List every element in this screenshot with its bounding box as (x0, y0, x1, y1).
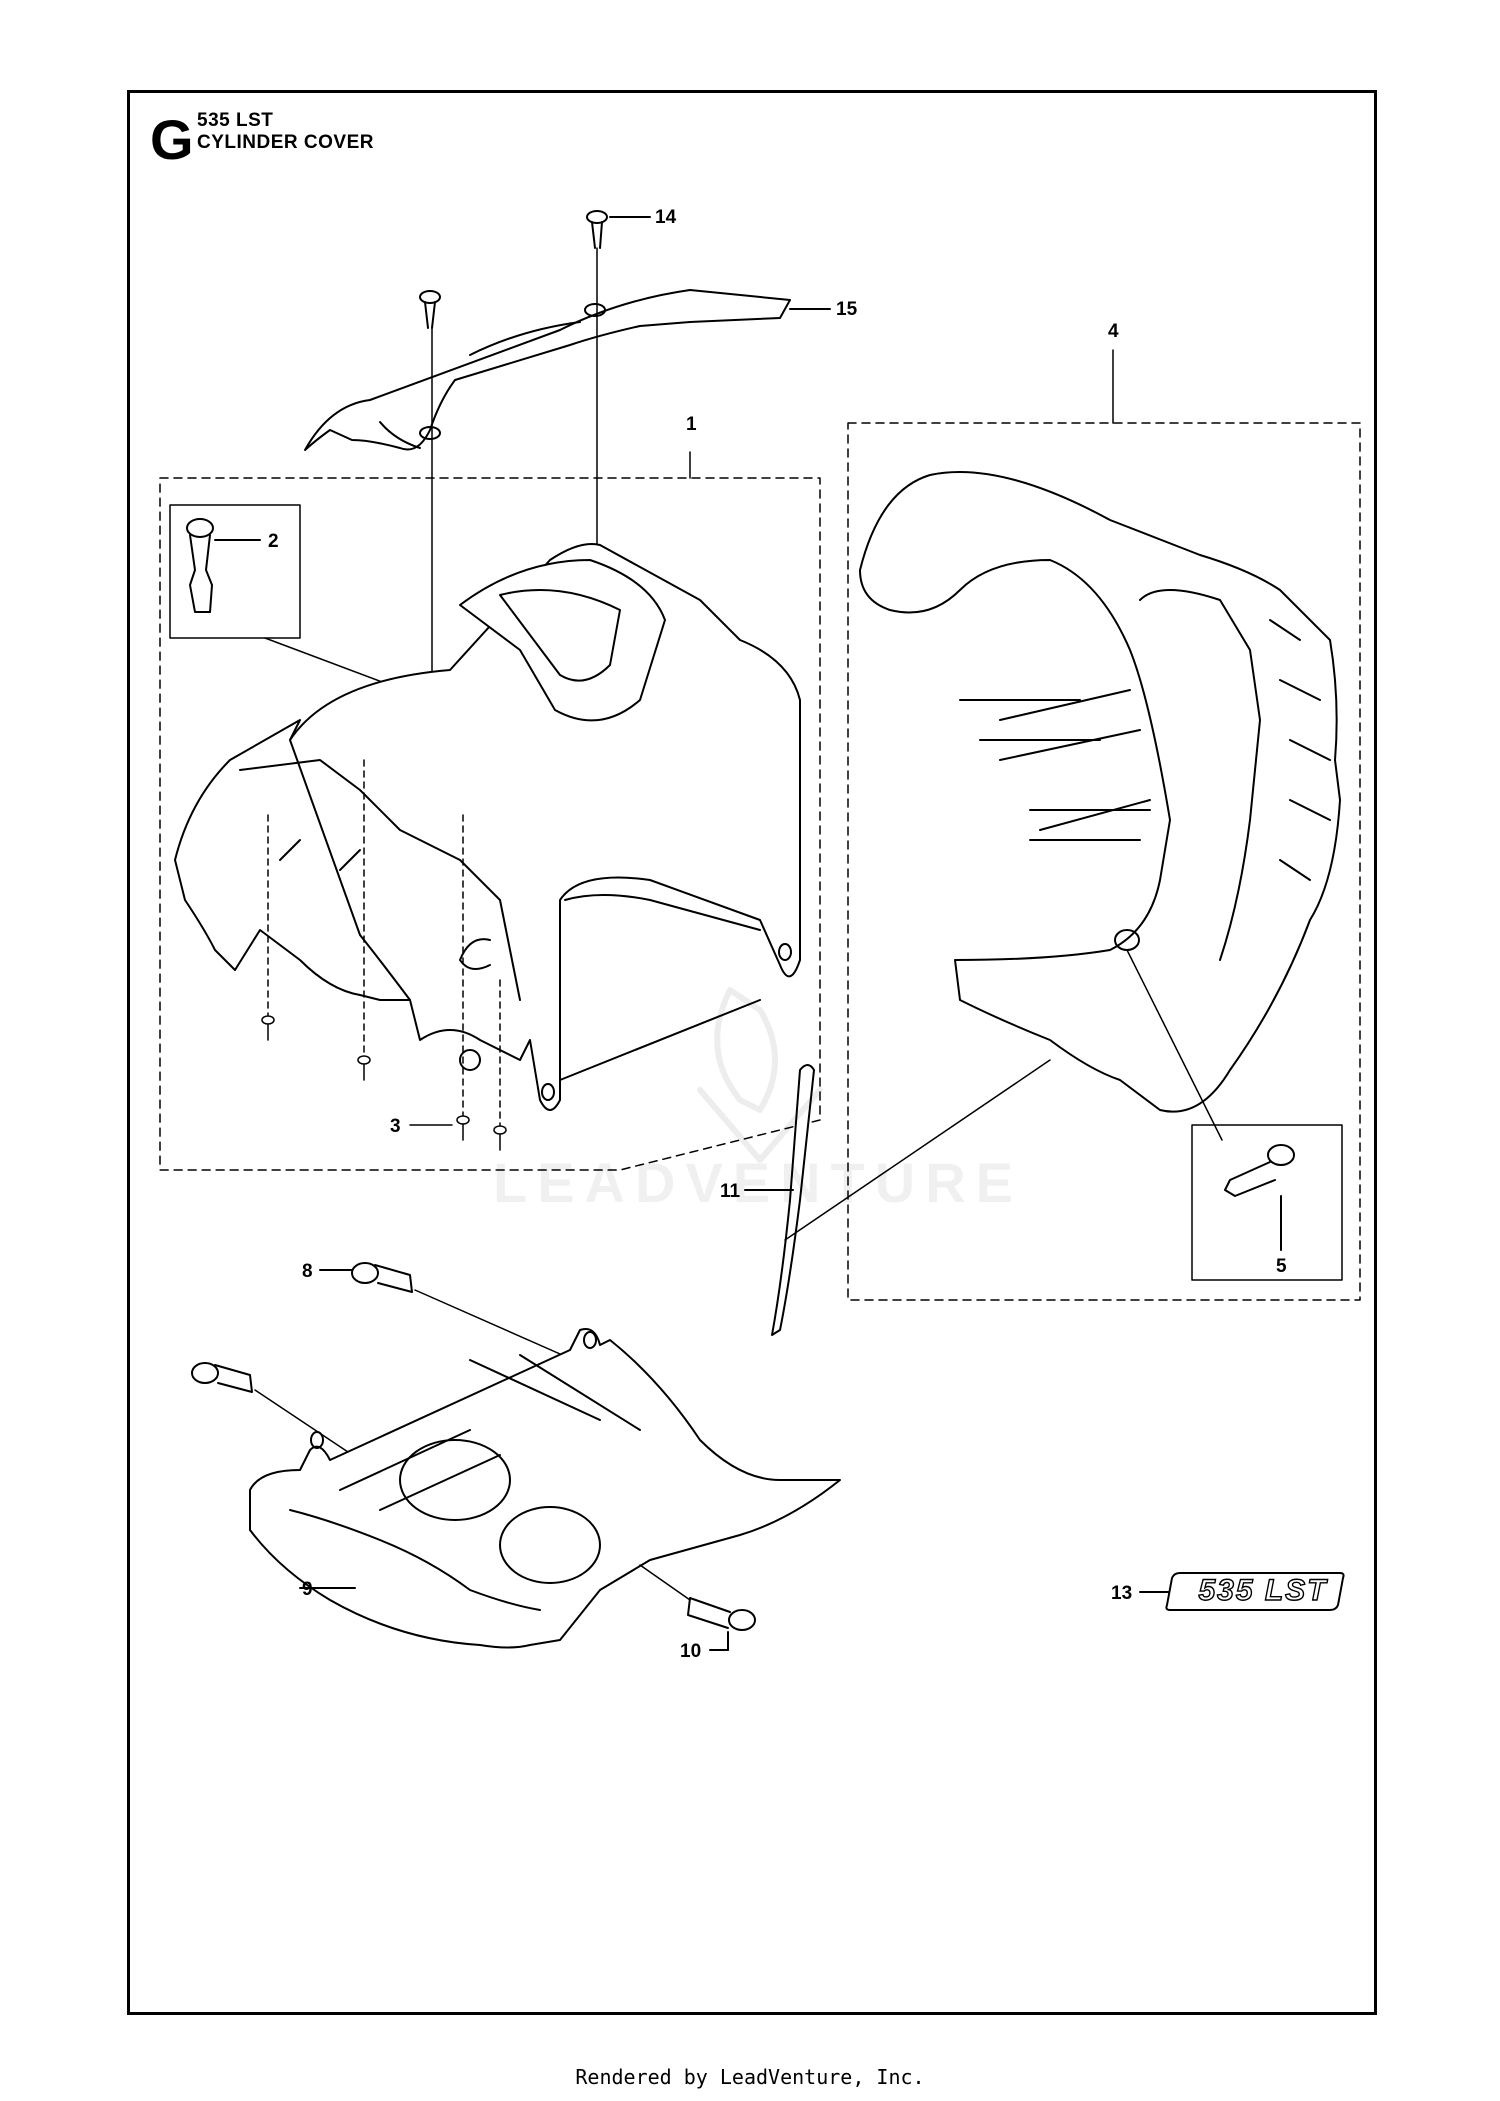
part-10-screw (639, 1564, 756, 1651)
callout-1[interactable]: 1 (686, 414, 697, 435)
watermark-logo (697, 987, 823, 1163)
group-box-part-4 (847, 422, 1361, 1301)
callout-10[interactable]: 10 (680, 1641, 702, 1662)
part-11-hose (744, 1059, 1051, 1336)
watermark-text: LEADVENTURE (493, 1151, 1024, 1214)
part-3-screws (261, 759, 507, 1151)
part-8-screw (319, 1262, 586, 1366)
part-1-cylinder-cover (174, 543, 801, 1111)
inset-box-part-2 (169, 504, 301, 639)
decal-label: 535 LST (1198, 1574, 1328, 1607)
part-2-screw (186, 518, 431, 701)
diagram-title: CYLINDER COVER (197, 132, 374, 153)
callout-5[interactable]: 5 (1276, 1256, 1287, 1277)
model-label: 535 LST (197, 110, 274, 131)
callout-14[interactable]: 14 (655, 207, 677, 228)
part-5-screw (1126, 949, 1295, 1251)
footer-credit: Rendered by LeadVenture, Inc. (575, 2065, 925, 2089)
part-9-left-screw (191, 1362, 361, 1461)
callout-11[interactable]: 11 (720, 1181, 741, 1202)
section-letter: G (150, 108, 194, 171)
callout-3[interactable]: 3 (390, 1116, 401, 1137)
part-9-skid-plate (249, 1328, 841, 1649)
callout-4[interactable]: 4 (1108, 321, 1119, 342)
callout-15[interactable]: 15 (836, 299, 858, 320)
callout-13[interactable]: 13 (1111, 1583, 1133, 1604)
part-14-screws (419, 210, 831, 701)
inset-box-part-5 (1191, 1124, 1343, 1281)
diagram-frame (127, 90, 1377, 2015)
callout-8[interactable]: 8 (302, 1261, 313, 1282)
part-13-decal (1139, 1572, 1345, 1611)
callout-9[interactable]: 9 (302, 1579, 313, 1600)
group-box-part-1 (159, 477, 821, 1171)
callout-2[interactable]: 2 (268, 531, 279, 552)
part-15-top-cover (304, 289, 791, 451)
part-4-shroud (859, 471, 1341, 1113)
